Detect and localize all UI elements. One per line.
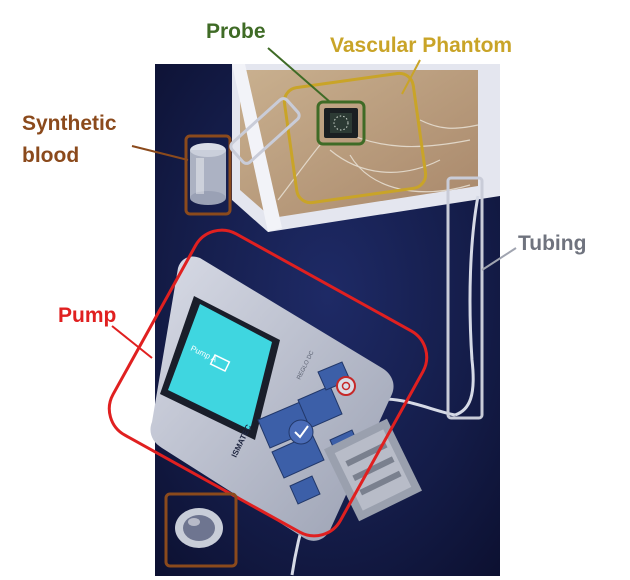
leader-lines xyxy=(111,47,517,359)
tubing-annotation-box xyxy=(446,176,484,420)
connector-annotation-box xyxy=(229,97,301,165)
pump-annotation-box xyxy=(107,228,429,538)
phantom-box xyxy=(232,64,500,232)
bottom-vial-annotation-box xyxy=(164,492,238,568)
synthetic-blood-vial xyxy=(190,143,226,205)
synthetic-blood-leader xyxy=(131,145,189,161)
tubing-label: Tubing xyxy=(518,232,587,255)
synthetic-blood-label-line2: blood xyxy=(22,144,80,167)
phantom-annotation-box xyxy=(282,71,428,205)
pump: Pump A ISMATEC REGLO DC xyxy=(150,256,422,541)
pump-screen-icon xyxy=(209,353,231,373)
pump-head xyxy=(324,418,422,522)
annotation-boxes xyxy=(107,71,484,568)
tubing-leader xyxy=(481,247,517,271)
bottom-vial xyxy=(175,508,223,548)
pump-keypad xyxy=(257,361,361,505)
pump-leader xyxy=(111,325,153,359)
phantom-leader xyxy=(401,59,421,95)
synthetic-blood-label-line1: Synthetic xyxy=(22,112,117,135)
probe xyxy=(324,108,358,138)
pump-label: Pump xyxy=(58,304,117,327)
probe-label: Probe xyxy=(206,20,266,43)
vascular-phantom-label: Vascular Phantom xyxy=(330,34,513,57)
synthetic-blood-annotation-box xyxy=(184,134,232,216)
pump-power-button xyxy=(336,376,356,396)
probe-leader xyxy=(267,47,331,103)
probe-annotation-box xyxy=(316,100,366,146)
